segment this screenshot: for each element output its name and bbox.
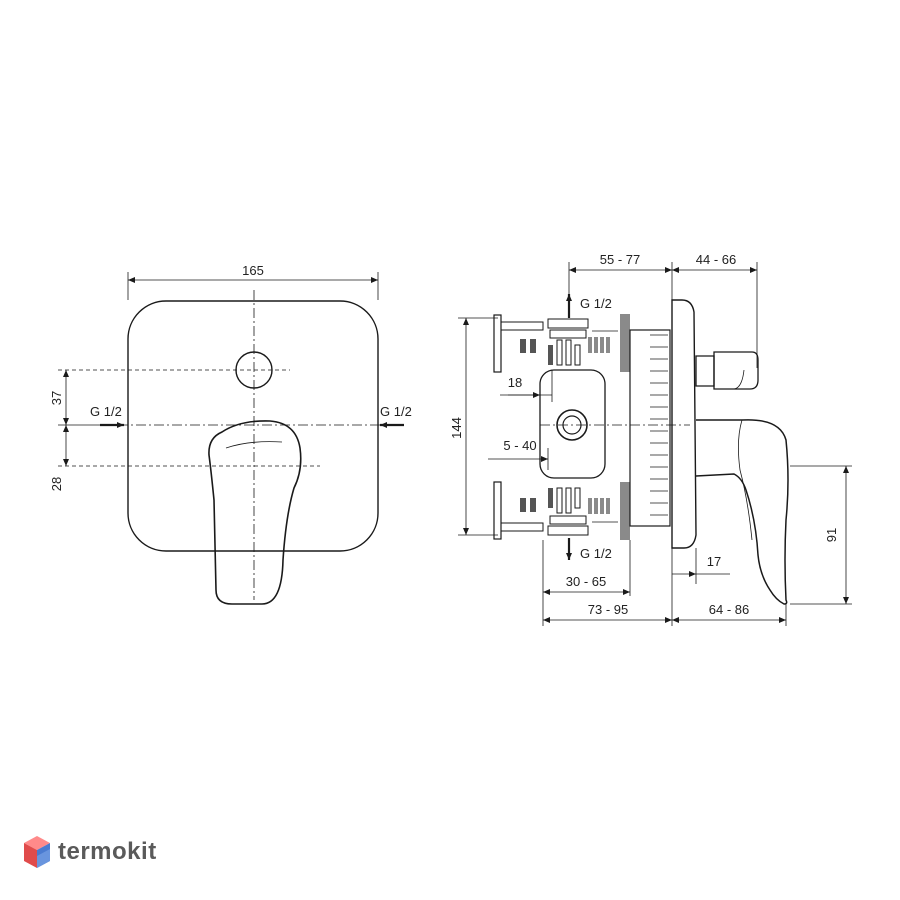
brand-name: termokit xyxy=(58,838,157,865)
dim-91: 91 xyxy=(824,528,839,542)
dim-28: 28 xyxy=(49,477,64,491)
cover-plate xyxy=(127,300,379,552)
inlet-left-label: G 1/2 xyxy=(90,404,122,419)
side-view: 55 - 77 44 - 66 G 1/2 144 xyxy=(449,252,852,626)
valve-body xyxy=(539,369,606,479)
cube-icon xyxy=(24,836,50,868)
dim-37: 37 xyxy=(49,391,64,405)
dim-144: 144 xyxy=(449,417,464,439)
dim-165: 165 xyxy=(242,263,264,278)
dim-44-66: 44 - 66 xyxy=(696,252,736,267)
dim-17: 17 xyxy=(707,554,721,569)
inlet-right-label: G 1/2 xyxy=(380,404,412,419)
cover-plate-side xyxy=(671,299,697,549)
front-view: 165 37 28 G 1/2 G 1/2 xyxy=(49,263,412,605)
dim-5-40: 5 - 40 xyxy=(503,438,536,453)
outlet-top-label: G 1/2 xyxy=(580,296,612,311)
lever-handle xyxy=(208,420,302,605)
outlet-bottom-label: G 1/2 xyxy=(580,546,612,561)
dim-55-77: 55 - 77 xyxy=(600,252,640,267)
dim-64-86: 64 - 86 xyxy=(709,602,749,617)
dim-73-95: 73 - 95 xyxy=(588,602,628,617)
lever-side xyxy=(695,419,789,605)
dim-18: 18 xyxy=(508,375,522,390)
watermark-logo: termokit xyxy=(22,834,157,870)
dim-30-65: 30 - 65 xyxy=(566,574,606,589)
